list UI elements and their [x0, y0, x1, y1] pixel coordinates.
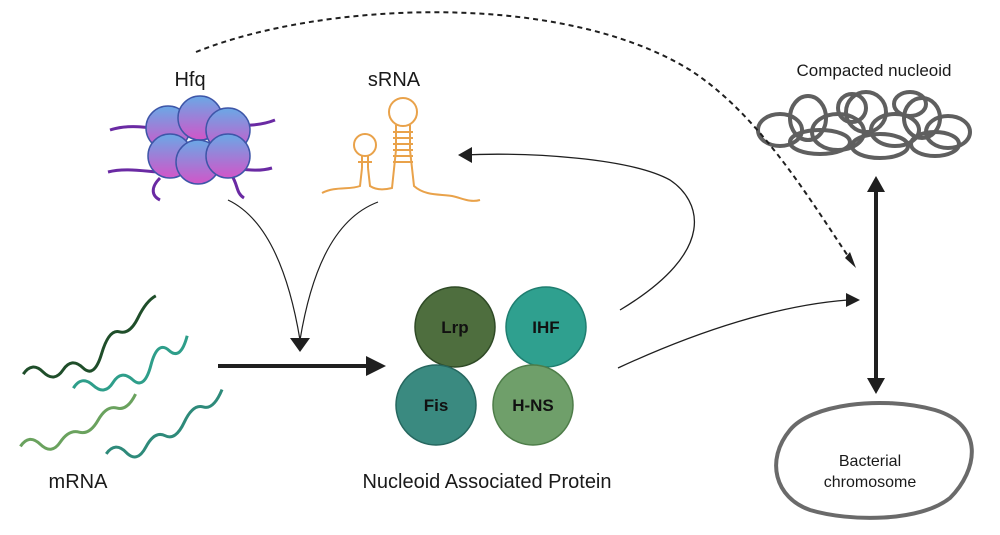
protein-lrp: Lrp — [414, 286, 496, 368]
converging-arrows — [227, 199, 379, 352]
compacted-nucleoid — [756, 90, 972, 160]
protein-fis: Fis — [395, 364, 477, 446]
mrna-label: mRNA — [49, 471, 109, 493]
bacterial-chromosome-label-line1: Bacterial — [839, 453, 901, 470]
mrna-strands — [19, 294, 224, 459]
hfq-complex — [107, 95, 276, 202]
protein-hns-label: H-NS — [512, 396, 554, 415]
srna-label: sRNA — [368, 69, 421, 91]
bacterial-chromosome — [774, 400, 974, 520]
protein-hns: H-NS — [492, 364, 574, 446]
nap-cluster: Lrp IHF Fis H-NS — [395, 286, 587, 446]
hfq-to-chromosome-dashed-arrow — [195, 11, 856, 268]
nap-to-chromosome-arrow — [617, 293, 860, 369]
bacterial-chromosome-label-line2: chromosome — [824, 474, 917, 491]
compaction-double-arrow — [867, 176, 885, 394]
nap-to-srna-arrow — [458, 147, 695, 311]
nap-label: Nucleoid Associated Protein — [362, 471, 611, 493]
protein-ihf: IHF — [505, 286, 587, 368]
protein-lrp-label: Lrp — [441, 318, 468, 337]
compacted-nucleoid-label: Compacted nucleoid — [797, 61, 952, 80]
protein-fis-label: Fis — [424, 396, 449, 415]
protein-ihf-label: IHF — [532, 318, 559, 337]
hfq-label: Hfq — [174, 69, 205, 91]
srna-structure — [321, 97, 481, 202]
